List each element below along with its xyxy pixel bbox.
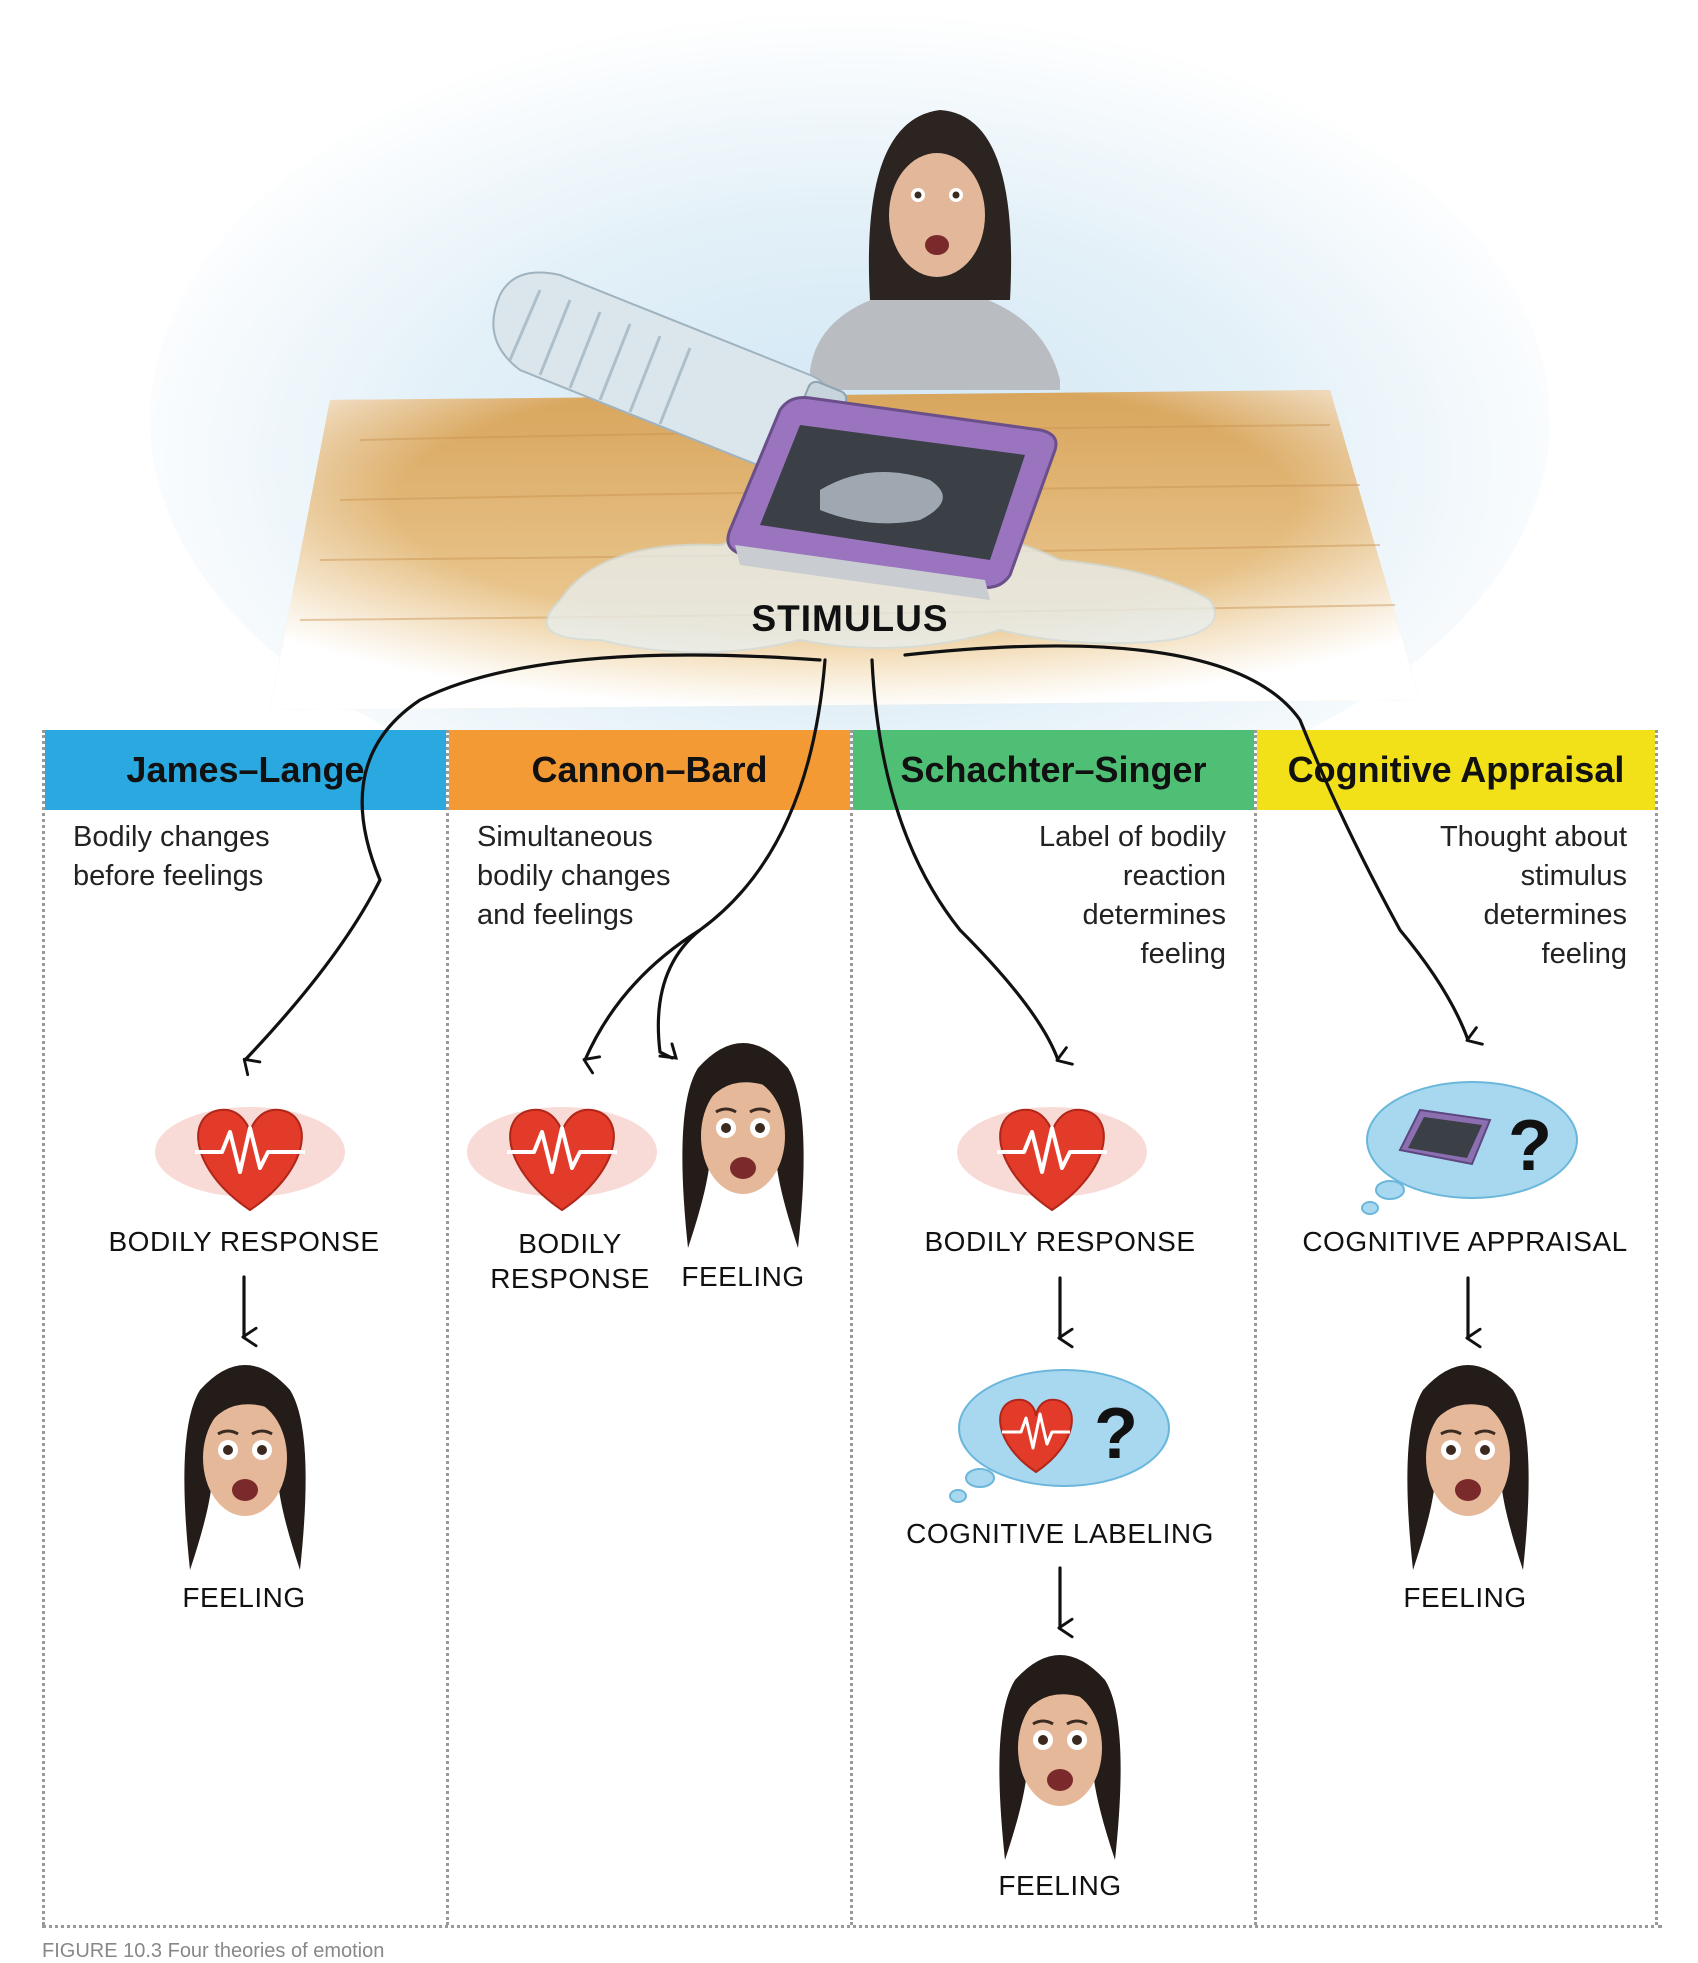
heart-ecg-icon: [467, 1107, 657, 1212]
woman-background-illustration: [810, 110, 1060, 390]
column-james-lange: James–Lange Bodily changes before feelin…: [42, 730, 446, 1925]
description-cannon-bard: Simultaneous bodily changes and feelings: [477, 821, 671, 931]
stimulus-scene: [150, 10, 1550, 760]
header-cognitive-appraisal: Cognitive Appraisal: [1257, 730, 1655, 810]
figure-caption: FIGURE 10.3 Four theories of emotion: [42, 1940, 385, 1962]
step-label-ss-cognitive-labeling: COGNITIVE LABELING: [906, 1518, 1214, 1549]
heart-ecg-icon: [999, 1398, 1073, 1474]
thought-bubble-icon: ?: [1361, 1081, 1578, 1215]
thought-bubble-icon: ?: [949, 1369, 1170, 1503]
theory-name: Cannon–Bard: [531, 749, 768, 790]
frightened-woman-face-icon: [682, 1043, 804, 1248]
question-mark-icon: ?: [1094, 1394, 1138, 1474]
smartphone-illustration: [726, 396, 1058, 600]
step-label-ss-bodily-response: BODILY RESPONSE: [924, 1226, 1196, 1257]
step-label-jl-bodily-response: BODILY RESPONSE: [108, 1226, 380, 1257]
header-cannon-bard: Cannon–Bard: [449, 730, 850, 810]
column-cognitive-appraisal: Cognitive Appraisal Thought about stimul…: [1254, 730, 1658, 1925]
stimulus-label: STIMULUS: [751, 598, 949, 639]
heart-ecg-icon: [155, 1107, 345, 1212]
frightened-woman-face-icon: [1407, 1365, 1529, 1570]
frightened-woman-face-icon: [999, 1655, 1121, 1860]
frightened-woman-face-icon: [184, 1365, 306, 1570]
smartphone-icon: [1398, 1108, 1492, 1166]
diagram-bottom-border: [42, 1925, 1662, 1928]
theory-name: Schachter–Singer: [900, 749, 1207, 790]
header-james-lange: James–Lange: [45, 730, 446, 810]
step-label-cb-feeling: FEELING: [681, 1261, 805, 1292]
heart-ecg-icon: [957, 1107, 1147, 1212]
theory-name: Cognitive Appraisal: [1287, 749, 1625, 790]
description-cognitive-appraisal: Thought about stimulus determines feelin…: [1439, 821, 1627, 970]
step-label-ca-cognitive-appraisal: COGNITIVE APPRAISAL: [1302, 1226, 1628, 1257]
step-label-ss-feeling: FEELING: [998, 1870, 1122, 1901]
column-cannon-bard: Cannon–Bard Simultaneous bodily changes …: [446, 730, 850, 1925]
step-label-ca-feeling: FEELING: [1403, 1582, 1527, 1613]
step-label-cb-bodily-response: BODILY RESPONSE: [490, 1228, 650, 1294]
description-james-lange: Bodily changes before feelings: [73, 821, 270, 892]
header-schachter-singer: Schachter–Singer: [853, 730, 1254, 810]
theory-name: James–Lange: [126, 749, 365, 790]
step-label-jl-feeling: FEELING: [182, 1582, 306, 1613]
question-mark-icon: ?: [1508, 1106, 1552, 1186]
description-schachter-singer: Label of bodily reaction determines feel…: [1038, 821, 1226, 970]
